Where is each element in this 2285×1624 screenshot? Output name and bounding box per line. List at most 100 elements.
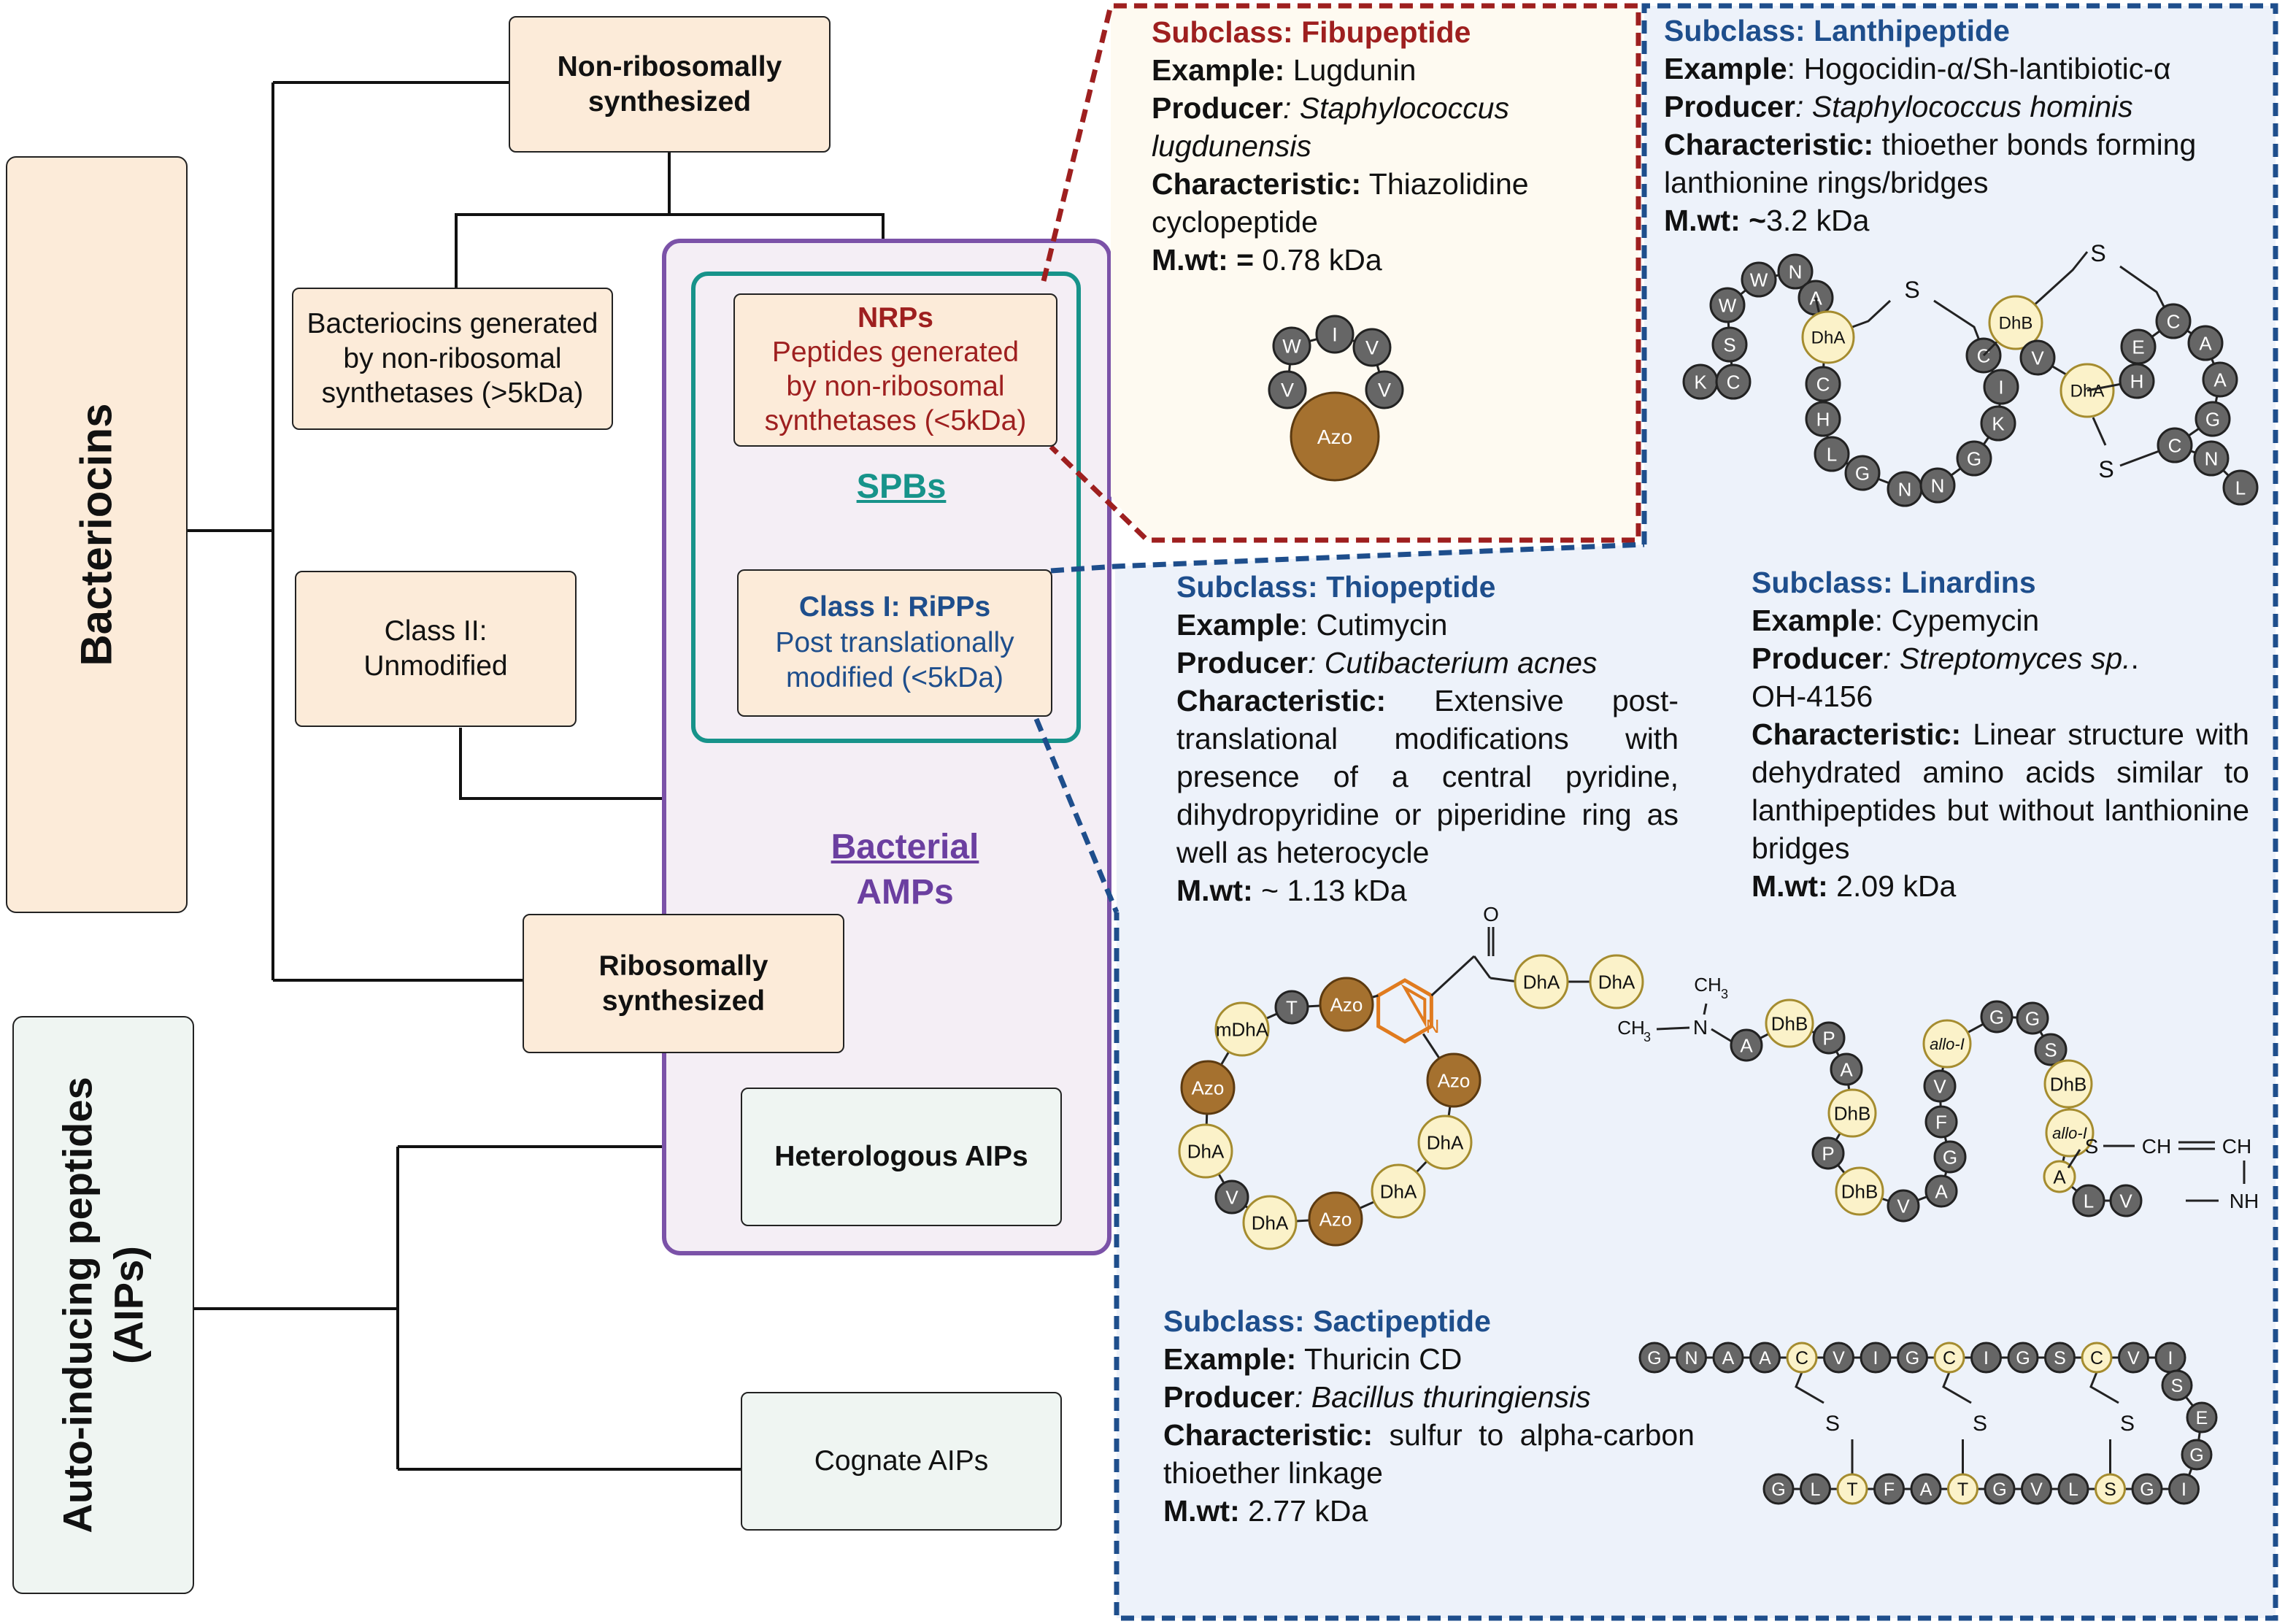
ripp-panel-border	[1114, 3, 2278, 1621]
sacti-turn-3: G	[2181, 1439, 2213, 1471]
linardins-subclass-key: Subclass:	[1752, 566, 1893, 599]
svg-text:I: I	[1873, 1348, 1879, 1369]
thio-dha-5: DhA	[1514, 954, 1569, 1009]
svg-text:G: G	[1647, 1348, 1661, 1369]
svg-text:L: L	[2235, 477, 2246, 499]
svg-text:H: H	[2130, 370, 2144, 392]
lin-v1: V	[1887, 1189, 1920, 1223]
nrps-box: NRPs Peptides generated by non-ribosomal…	[733, 293, 1057, 447]
thiopeptide-example-key: Example	[1176, 608, 1300, 642]
lan-ring1-3: L	[1814, 436, 1850, 472]
svg-text:I: I	[2181, 1479, 2186, 1500]
fibupeptide-mwt: 0.78 kDa	[1262, 243, 1382, 277]
fibupeptide-subclass-key: Subclass:	[1152, 15, 1293, 49]
svg-text:P: P	[1822, 1142, 1834, 1164]
svg-text:I: I	[1998, 376, 2003, 398]
sacti-bottom-8: V	[2021, 1473, 2052, 1505]
thiopeptide-producer-key: Producer	[1176, 646, 1308, 680]
lan-ring1-2: H	[1805, 401, 1841, 437]
sacti-top-2: N	[1676, 1342, 1707, 1374]
ripp-callout-lower	[1033, 717, 1120, 914]
svg-text:C: C	[2168, 434, 2182, 456]
svg-text:E: E	[2196, 1408, 2208, 1428]
linardins-info: Subclass: Linardins Example: Cypemycin P…	[1752, 566, 2249, 903]
lan-ring2-9: L	[2222, 469, 2259, 506]
svg-text:F: F	[1935, 1111, 1947, 1133]
thio-mdha: mDhA	[1214, 1001, 1270, 1057]
linardins-subclass: Linardins	[1901, 566, 2036, 599]
class1-title: Class I: RiPPs	[798, 591, 991, 623]
svg-text:T: T	[1846, 1479, 1857, 1500]
svg-text:DhB: DhB	[1834, 1102, 1871, 1124]
sactipeptide-mwt-key: M.wt:	[1163, 1494, 1240, 1528]
svg-text:A: A	[1759, 1348, 1771, 1369]
lin-bridge-ch2: CH	[2222, 1135, 2251, 1158]
sacti-top-1: G	[1638, 1342, 1671, 1374]
svg-text:G: G	[2205, 408, 2220, 430]
svg-text:G: G	[2140, 1479, 2154, 1500]
thiopeptide-characteristic: Extensive post-translational modificatio…	[1176, 684, 1679, 869]
sactipeptide-characteristic: sulfur to alpha-carbon thioether linkage	[1163, 1418, 1695, 1490]
lan-left-1: K	[1682, 363, 1719, 400]
lin-p1: P	[1812, 1021, 1846, 1055]
bacteriocin-nonribosomal-box: Bacteriocins generated by non-ribosomal …	[292, 288, 613, 430]
svg-text:L: L	[2084, 1190, 2094, 1212]
sacti-bottom-3: T	[1836, 1473, 1868, 1505]
lanthipeptide-producer: Staphylococcus hominis	[1811, 90, 2133, 123]
lin-n: N	[1693, 1016, 1708, 1039]
heterologous-box: Heterologous AIPs	[741, 1088, 1062, 1226]
svg-text:DhA: DhA	[1523, 971, 1560, 993]
sacti-bottom-6: T	[1947, 1473, 1978, 1505]
sacti-s-label-3: S	[2120, 1412, 2135, 1436]
svg-text:V: V	[2031, 347, 2044, 369]
thiopeptide-info: Subclass: Thiopeptide Example: Cutimycin…	[1176, 570, 1679, 907]
svg-text:G: G	[2016, 1348, 2030, 1369]
svg-text:DhB: DhB	[1771, 1012, 1808, 1034]
thiopeptide-subclass: Thiopeptide	[1326, 570, 1496, 604]
lan-ring1-5: N	[1887, 471, 1923, 507]
lanthipeptide-characteristic: thioether bonds forming lanthionine ring…	[1664, 128, 2197, 199]
svg-text:V: V	[2127, 1348, 2140, 1369]
sacti-bottom-11: G	[2131, 1473, 2163, 1505]
lin-bond	[1703, 1003, 1708, 1015]
lanthipeptide-subclass-key: Subclass:	[1664, 14, 1806, 47]
thio-dha-6: DhA	[1589, 954, 1644, 1009]
fibupeptide-example: Lugdunin	[1292, 53, 1417, 87]
bacterial-amps-line1: Bacterial	[831, 828, 979, 866]
lan-ring1-4: G	[1844, 455, 1881, 491]
lin-a4: A	[2043, 1160, 2076, 1193]
nrps-desc: Peptides generated by non-ribosomal synt…	[764, 336, 1027, 436]
class1-box: Class I: RiPPs Post translationally modi…	[737, 569, 1052, 717]
lin-ch3-top: CH	[1694, 974, 1722, 996]
thio-bond	[1473, 955, 1492, 979]
nrps-title: NRPs	[857, 302, 934, 334]
thio-bond	[1430, 955, 1476, 997]
thiopeptide-mwt-key: M.wt:	[1176, 874, 1253, 907]
svg-text:C: C	[1943, 1348, 1956, 1369]
svg-text:S: S	[2104, 1479, 2116, 1500]
cognate-label: Cognate AIPs	[814, 1445, 989, 1477]
sacti-s-label-2: S	[1973, 1412, 1987, 1436]
sacti-top-4: A	[1749, 1342, 1781, 1374]
svg-text:A: A	[2199, 332, 2212, 354]
svg-text:C: C	[1977, 345, 1991, 366]
lanthipeptide-mwt-prefix: ~	[1749, 204, 1767, 237]
svg-text:DhA: DhA	[1598, 971, 1635, 993]
sacti-top-14: V	[2118, 1342, 2149, 1374]
svg-text:V: V	[1897, 1195, 1910, 1217]
svg-text:I: I	[1984, 1348, 1989, 1369]
ribosomal-box: Ribosomally synthesized	[523, 914, 844, 1053]
svg-text:allo-I: allo-I	[1930, 1035, 1965, 1053]
sacti-top-11: G	[2007, 1342, 2039, 1374]
sacti-bottom-9: L	[2057, 1473, 2089, 1505]
svg-text:DhB: DhB	[2050, 1073, 2087, 1095]
sacti-bottom-2: L	[1800, 1473, 1831, 1505]
svg-text:H: H	[1816, 408, 1830, 430]
svg-text:C: C	[2090, 1348, 2103, 1369]
cognate-box: Cognate AIPs	[741, 1392, 1062, 1531]
sacti-bottom-12: I	[2168, 1473, 2200, 1505]
svg-text:A: A	[2053, 1166, 2066, 1188]
lin-dhb-1: DhB	[1765, 998, 1814, 1048]
svg-text:P: P	[1822, 1027, 1835, 1049]
